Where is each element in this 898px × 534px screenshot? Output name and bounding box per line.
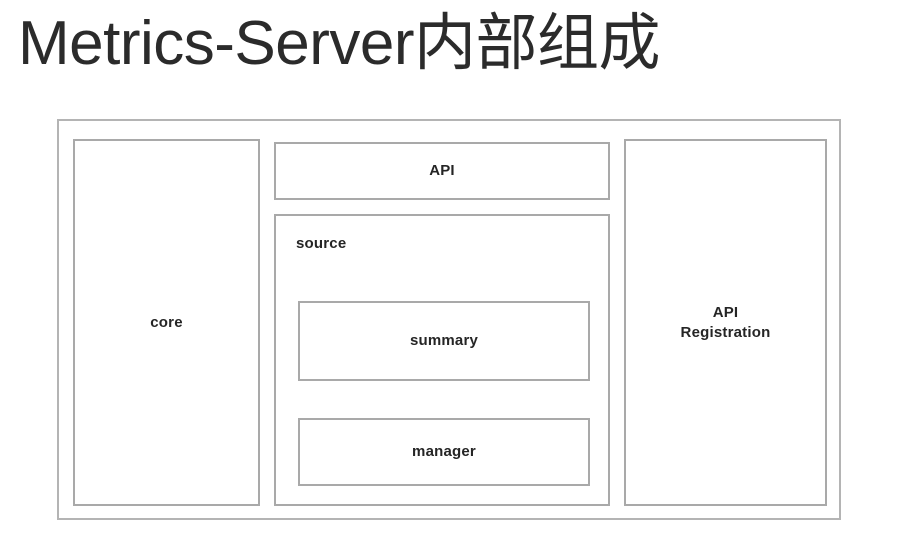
box-source[interactable]: source summary manager [274,214,610,506]
box-source-label: source [296,235,347,252]
box-api[interactable]: API [274,142,610,200]
box-core-label: core [150,313,183,331]
page-title: Metrics-Server内部组成 [18,9,661,78]
box-summary[interactable]: summary [298,301,590,381]
box-manager[interactable]: manager [298,418,590,486]
box-core[interactable]: core [73,139,260,506]
metrics-server-diagram-container: core API source summary manager API Regi… [57,119,841,520]
box-summary-label: summary [409,331,479,349]
box-api-registration-label: API Registration [680,303,771,341]
box-api-label: API [429,161,455,179]
box-manager-label: manager [412,442,476,460]
box-api-registration[interactable]: API Registration [624,139,827,506]
